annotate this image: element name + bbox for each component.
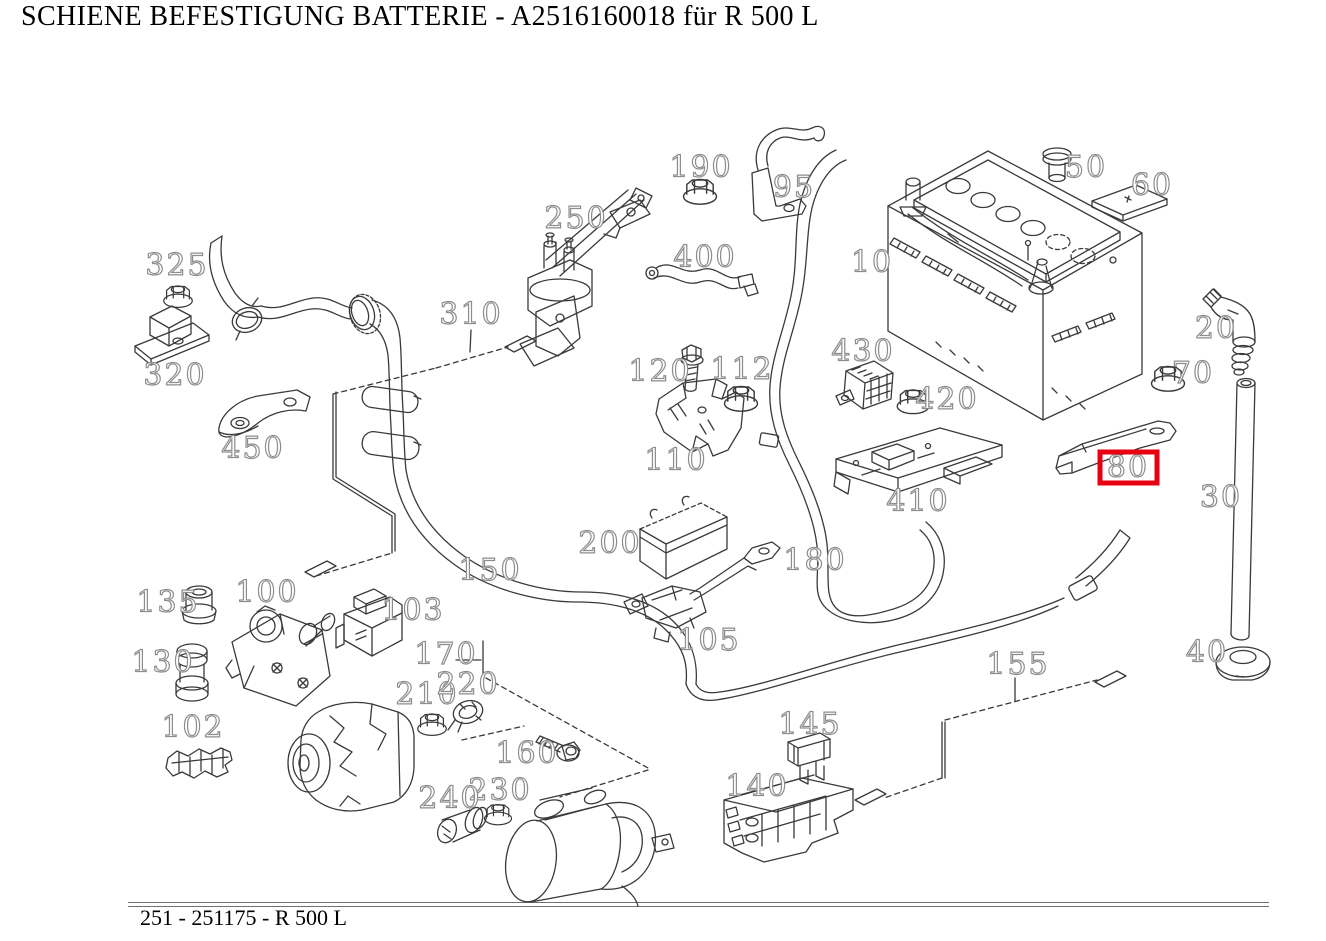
- part-label-410[interactable]: 410: [886, 483, 949, 519]
- part-label-80[interactable]: 80: [1106, 449, 1149, 485]
- part-label-40[interactable]: 40: [1185, 634, 1228, 670]
- part-10-battery-drawing: [887, 150, 1143, 421]
- part-145-fuse-drawing: [787, 732, 831, 785]
- part-label-220[interactable]: 220: [436, 666, 499, 702]
- part-label-170[interactable]: 170: [414, 636, 477, 672]
- part-label-100[interactable]: 100: [235, 574, 298, 610]
- alternator-drawing: [287, 701, 415, 812]
- part-label-110[interactable]: 110: [644, 442, 707, 478]
- part-103-relay-drawing: [335, 588, 403, 657]
- part-50-cap-drawing: [1042, 147, 1072, 183]
- reference-lines: [304, 329, 1127, 806]
- part-label-50[interactable]: 50: [1064, 149, 1107, 185]
- part-label-112[interactable]: 112: [710, 351, 773, 387]
- part-140-fuseholder-drawing: [723, 774, 854, 863]
- part-label-180[interactable]: 180: [783, 542, 846, 578]
- part-label-95[interactable]: 95: [772, 169, 815, 205]
- part-label-10[interactable]: 10: [850, 244, 893, 280]
- starter-motor-drawing: [504, 787, 675, 907]
- part-410-bracket-drawing: [833, 427, 1003, 495]
- part-105-bracket-drawing: [623, 541, 781, 643]
- part-320-bracket-drawing: [134, 305, 210, 366]
- part-400-cable-drawing: [645, 264, 759, 297]
- part-label-320[interactable]: 320: [143, 357, 206, 393]
- footer-rule: [128, 902, 1269, 907]
- footer-reference: 251 - 251175 - R 500 L: [140, 905, 347, 930]
- part-30-tube-drawing: [1230, 377, 1256, 641]
- part-210-nut-drawing: [417, 713, 447, 737]
- part-60-plate-drawing: [1091, 184, 1168, 222]
- drawing-strokes: [134, 125, 1271, 907]
- part-label-250[interactable]: 250: [544, 200, 607, 236]
- part-label-135[interactable]: 135: [136, 584, 199, 620]
- part-220-clip-drawing: [447, 699, 484, 733]
- part-label-120[interactable]: 120: [628, 353, 691, 389]
- part-label-140[interactable]: 140: [725, 768, 788, 804]
- part-label-450[interactable]: 450: [221, 430, 284, 466]
- part-130-bushing-drawing: [175, 643, 209, 702]
- part-label-145[interactable]: 145: [778, 706, 841, 742]
- part-label-420[interactable]: 420: [915, 381, 978, 417]
- highlight-box: [1097, 449, 1160, 486]
- part-label-130[interactable]: 130: [131, 644, 194, 680]
- part-100-solenoid-drawing: [225, 605, 336, 707]
- part-label-200[interactable]: 200: [578, 525, 641, 561]
- part-label-190[interactable]: 190: [669, 149, 732, 185]
- part-label-105[interactable]: 105: [677, 622, 740, 658]
- part-label-103[interactable]: 103: [381, 592, 444, 628]
- part-135-cap-drawing: [181, 585, 217, 625]
- part-label-310[interactable]: 310: [439, 296, 502, 332]
- part-label-70[interactable]: 70: [1171, 355, 1214, 391]
- part-label-155[interactable]: 155: [986, 646, 1049, 682]
- callout-labels: 10 20 30 40 50 60 70 80 95 100 102 103 1…: [131, 149, 1242, 816]
- part-label-240[interactable]: 240: [418, 780, 481, 816]
- part-430-connector-drawing: [835, 360, 894, 410]
- part-160-bolt-drawing: [535, 735, 581, 762]
- part-80-rail-drawing: [1055, 420, 1177, 475]
- part-325-nut-drawing: [163, 285, 193, 309]
- part-label-430[interactable]: 430: [831, 333, 894, 369]
- part-20-elbow-drawing: [1202, 288, 1256, 376]
- part-label-210[interactable]: 210: [395, 676, 458, 712]
- part-150-cable-drawing: [393, 469, 1131, 702]
- part-180-cable-drawing: [758, 149, 945, 624]
- part-label-30[interactable]: 30: [1199, 479, 1242, 515]
- part-label-20[interactable]: 20: [1194, 310, 1237, 346]
- part-95-terminal-drawing: [751, 125, 826, 222]
- part-label-150[interactable]: 150: [458, 552, 521, 588]
- page-title: SCHIENE BEFESTIGUNG BATTERIE - A25161600…: [21, 1, 819, 32]
- part-label-230[interactable]: 230: [468, 772, 531, 808]
- part-label-400[interactable]: 400: [673, 239, 736, 275]
- part-450-bracket-drawing: [218, 389, 311, 438]
- part-102-clip-drawing: [165, 747, 233, 779]
- part-120-bolt-drawing: [680, 344, 704, 392]
- part-label-102[interactable]: 102: [161, 709, 224, 745]
- part-310-pipe-drawing: [208, 235, 422, 474]
- part-label-160[interactable]: 160: [495, 735, 558, 771]
- part-label-60[interactable]: 60: [1130, 167, 1173, 203]
- part-40-grommet-drawing: [1215, 646, 1271, 681]
- part-240-plug-drawing: [436, 806, 488, 844]
- part-200-box-drawing: [639, 495, 728, 580]
- part-label-325[interactable]: 325: [145, 247, 208, 283]
- part-112-nut-drawing: [723, 385, 759, 412]
- part-110-bracket-drawing: [655, 378, 745, 457]
